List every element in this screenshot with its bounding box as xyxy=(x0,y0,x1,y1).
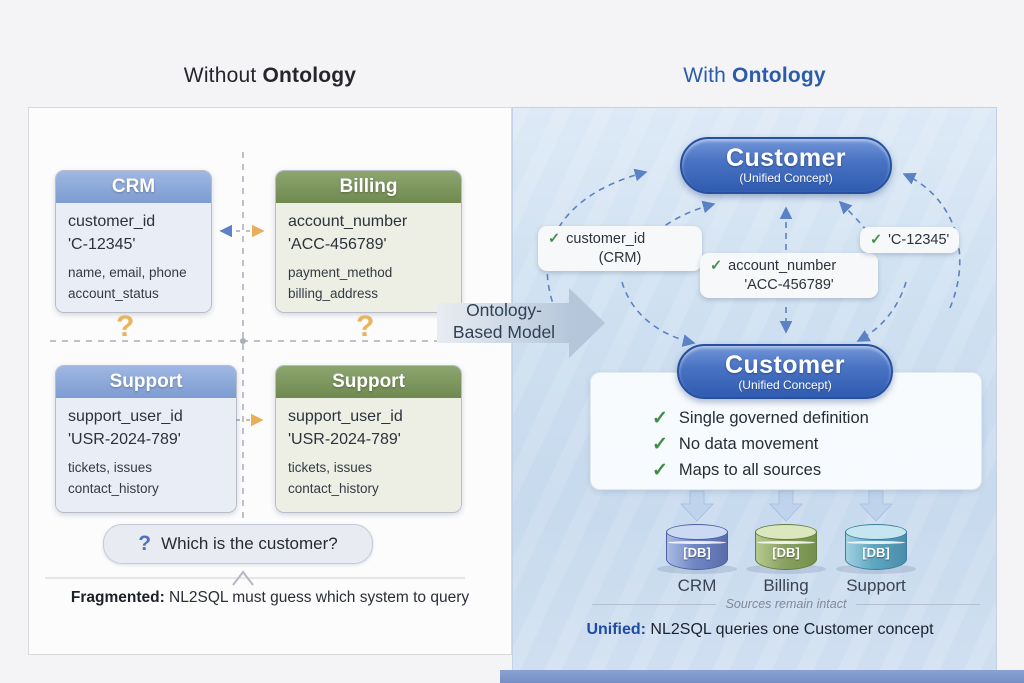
confusion-question-icon: ? xyxy=(356,310,375,343)
caption-rest: NL2SQL must guess which system to query xyxy=(164,589,470,606)
title-with-ontology: With Ontology xyxy=(512,64,997,88)
card-title: Support xyxy=(276,366,461,398)
check-icon: ✓ xyxy=(652,434,668,455)
customer-concept-bottom: Customer (Unified Concept) xyxy=(677,344,893,399)
card-extra: contact_history xyxy=(288,480,379,496)
card-value: 'ACC-456789' xyxy=(288,236,387,254)
source-card-crm: CRM customer_id 'C-12345' name, email, p… xyxy=(55,170,212,313)
question-icon: ? xyxy=(138,532,152,555)
card-value: 'C-12345' xyxy=(68,236,136,254)
check-icon: ✓ xyxy=(652,460,668,481)
source-card-support-crm: Support support_user_id 'USR-2024-789' t… xyxy=(55,365,237,513)
source-card-support-billing: Support support_user_id 'USR-2024-789' t… xyxy=(275,365,462,513)
check-icon: ✓ xyxy=(652,408,668,429)
card-extra: contact_history xyxy=(68,480,159,496)
cylinder-ring xyxy=(668,541,726,544)
card-extra: tickets, issues xyxy=(288,460,373,476)
question-bubble: ? Which is the customer? xyxy=(103,524,373,564)
card-field: account_number xyxy=(288,213,408,230)
db-cylinder-support: [DB] xyxy=(845,524,907,570)
concept-subtitle: (Unified Concept) xyxy=(738,378,832,392)
benefit-text: Single governed definition xyxy=(678,409,869,427)
database-icon-label: [DB] xyxy=(683,545,711,560)
card-title: Support xyxy=(56,366,236,398)
concept-subtitle: (Unified Concept) xyxy=(739,171,833,185)
card-body: customer_id 'C-12345' name, email, phone… xyxy=(56,203,211,312)
check-icon: ✓ xyxy=(870,232,883,248)
benefit-text: No data movement xyxy=(678,435,819,453)
note-line xyxy=(856,603,981,605)
unified-caption: Unified: NL2SQL queries one Customer con… xyxy=(540,621,980,639)
mapping-tag-c-12345: ✓ 'C-12345' xyxy=(860,227,960,253)
cylinder-ring xyxy=(847,541,905,544)
note-text: Sources remain intact xyxy=(725,597,847,611)
title-normal: Without xyxy=(183,64,257,87)
title-normal: With xyxy=(683,64,726,87)
title-without-ontology: Without Ontology xyxy=(28,64,512,88)
card-field: support_user_id xyxy=(288,408,403,425)
benefit-text: Maps to all sources xyxy=(678,461,822,479)
concept-title: Customer xyxy=(726,144,846,172)
card-body: support_user_id 'USR-2024-789' tickets, … xyxy=(56,398,236,512)
card-body: support_user_id 'USR-2024-789' tickets, … xyxy=(276,398,461,512)
card-body: account_number 'ACC-456789' payment_meth… xyxy=(276,203,461,312)
card-value: 'USR-2024-789' xyxy=(288,431,401,449)
note-line xyxy=(592,603,716,605)
source-card-billing: Billing account_number 'ACC-456789' paym… xyxy=(275,170,462,313)
mapping-tag-customer-id: ✓ customer_id (CRM) xyxy=(538,226,702,271)
db-name-crm: CRM xyxy=(677,576,717,595)
caption-bold: Fragmented: xyxy=(70,589,165,606)
tag-field: 'C-12345' xyxy=(888,232,950,248)
database-icon-label: [DB] xyxy=(772,545,800,560)
db-cylinder-billing: [DB] xyxy=(755,524,817,570)
mapping-tag-account-number: ✓ account_number 'ACC-456789' xyxy=(700,253,878,298)
card-extra: tickets, issues xyxy=(68,460,153,476)
db-name-support: Support xyxy=(846,576,906,595)
caption-rest: NL2SQL queries one Customer concept xyxy=(645,621,934,638)
card-title: Billing xyxy=(276,171,461,203)
sources-note: Sources remain intact xyxy=(592,597,981,611)
confusion-question-icon: ? xyxy=(116,310,135,343)
benefit-item: ✓ No data movement xyxy=(652,433,818,456)
transform-arrow-label: Ontology- Based Model xyxy=(428,300,580,344)
cylinder-body xyxy=(755,532,817,570)
database-icon-label: [DB] xyxy=(862,545,890,560)
title-bold: Ontology xyxy=(732,64,826,87)
card-extra: name, email, phone xyxy=(68,265,187,281)
check-icon: ✓ xyxy=(710,258,723,274)
cylinder-top xyxy=(755,524,817,540)
check-icon: ✓ xyxy=(548,231,561,247)
db-cylinder-crm: [DB] xyxy=(666,524,728,570)
concept-title: Customer xyxy=(725,351,845,379)
card-extra: payment_method xyxy=(288,265,393,281)
card-extra: account_status xyxy=(68,285,159,301)
cylinder-ring xyxy=(757,541,815,544)
customer-concept-top: Customer (Unified Concept) xyxy=(680,137,892,194)
caption-bold: Unified: xyxy=(586,621,646,638)
benefit-item: ✓ Maps to all sources xyxy=(652,459,821,482)
cylinder-top xyxy=(666,524,728,540)
fragmented-caption: Fragmented: NL2SQL must guess which syst… xyxy=(40,589,500,607)
arrow-label-line1: Ontology- xyxy=(466,300,542,320)
benefit-item: ✓ Single governed definition xyxy=(652,407,869,430)
tag-field: customer_id xyxy=(566,231,646,247)
tag-source: (CRM) xyxy=(598,250,642,266)
arrow-label-line2: Based Model xyxy=(452,321,556,342)
card-field: customer_id xyxy=(68,213,156,230)
title-bold: Ontology xyxy=(262,64,357,87)
card-extra: billing_address xyxy=(288,285,379,301)
card-value: 'USR-2024-789' xyxy=(68,431,181,449)
tag-field: account_number xyxy=(728,258,837,274)
question-text: Which is the customer? xyxy=(161,534,338,553)
tag-value: 'ACC-456789' xyxy=(744,277,834,293)
bottom-strip xyxy=(500,670,1024,683)
card-title: CRM xyxy=(56,171,211,203)
card-field: support_user_id xyxy=(68,408,183,425)
cylinder-top xyxy=(845,524,907,540)
db-name-billing: Billing xyxy=(763,576,809,595)
